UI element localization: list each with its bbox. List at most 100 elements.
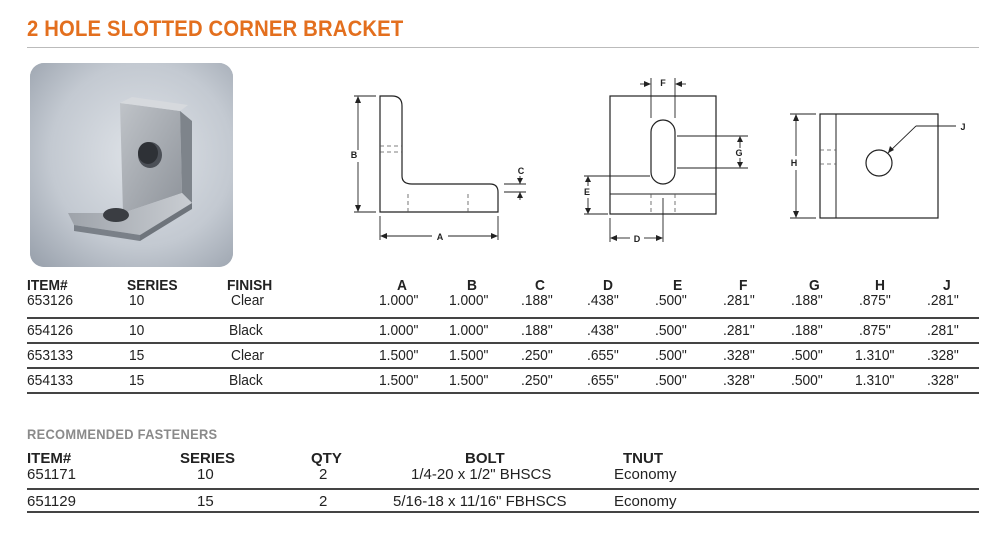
cell-j: .281" <box>927 292 959 309</box>
dim-label-a: A <box>437 232 444 242</box>
table-row: 654133 15 Black 1.500" 1.500" .250" .655… <box>27 369 979 394</box>
cell-d: .438" <box>587 322 619 339</box>
fasteners-header-row: ITEM# SERIES QTY BOLT TNUT <box>27 451 979 467</box>
cell-tnut: Economy <box>614 466 677 483</box>
cell-f: .328" <box>723 347 755 364</box>
cell-a: 1.500" <box>379 372 419 389</box>
spec-header-item: ITEM# <box>27 277 68 294</box>
cell-d: .655" <box>587 347 619 364</box>
cell-c: .250" <box>521 372 553 389</box>
spec-header-b: B <box>467 277 477 294</box>
cell-c: .188" <box>521 322 553 339</box>
cell-g: .188" <box>791 322 823 339</box>
spec-header-j: J <box>943 277 951 294</box>
cell-item: 654133 <box>27 372 74 389</box>
title-divider <box>27 47 979 48</box>
cell-e: .500" <box>655 347 687 364</box>
cell-g: .500" <box>791 372 823 389</box>
dim-label-g: G <box>735 148 742 158</box>
spec-header-a: A <box>397 277 407 294</box>
page-title: 2 HOLE SLOTTED CORNER BRACKET <box>27 16 404 41</box>
cell-j: .328" <box>927 347 959 364</box>
cell-series: 15 <box>197 493 214 510</box>
fast-header-series: SERIES <box>180 450 236 467</box>
spec-header-c: C <box>535 277 545 294</box>
cell-finish: Black <box>229 372 263 389</box>
spec-header-e: E <box>673 277 683 294</box>
fast-header-bolt: BOLT <box>465 450 505 467</box>
spec-header-h: H <box>875 277 885 294</box>
cell-f: .328" <box>723 372 755 389</box>
fasteners-table: ITEM# SERIES QTY BOLT TNUT 651171 10 2 1… <box>27 451 979 513</box>
table-row: 653126 10 Clear 1.000" 1.000" .188" .438… <box>27 292 979 319</box>
cell-d: .438" <box>587 292 619 309</box>
product-photo <box>30 63 233 267</box>
table-row: 653133 15 Clear 1.500" 1.500" .250" .655… <box>27 344 979 369</box>
cell-item: 653133 <box>27 347 74 364</box>
fasteners-heading: RECOMMENDED FASTENERS <box>27 426 218 442</box>
table-row: 654126 10 Black 1.000" 1.000" .188" .438… <box>27 319 979 344</box>
fast-header-tnut: TNUT <box>623 450 663 467</box>
cell-series: 10 <box>197 466 214 483</box>
dim-label-b: B <box>351 150 358 160</box>
cell-a: 1.500" <box>379 347 419 364</box>
cell-g: .500" <box>791 347 823 364</box>
spec-header-finish: FINISH <box>227 277 273 294</box>
cell-h: 1.310" <box>855 372 895 389</box>
cell-tnut: Economy <box>614 493 677 510</box>
spec-header-g: G <box>809 277 820 294</box>
cell-item: 654126 <box>27 322 74 339</box>
cell-a: 1.000" <box>379 322 419 339</box>
cell-finish: Clear <box>231 347 264 364</box>
cell-e: .500" <box>655 292 687 309</box>
cell-e: .500" <box>655 372 687 389</box>
spec-header-row: ITEM# SERIES FINISH A B C D E F G H J <box>27 278 979 294</box>
cell-h: .875" <box>859 322 891 339</box>
cell-series: 10 <box>129 322 145 339</box>
cell-a: 1.000" <box>379 292 419 309</box>
cell-b: 1.000" <box>449 292 489 309</box>
cell-qty: 2 <box>319 466 328 483</box>
cell-f: .281" <box>723 322 755 339</box>
spec-header-f: F <box>739 277 748 294</box>
cell-e: .500" <box>655 322 687 339</box>
dim-label-e: E <box>584 187 590 197</box>
fast-header-item: ITEM# <box>27 450 72 467</box>
cell-item: 651171 <box>27 466 76 483</box>
dim-label-c: C <box>518 166 525 176</box>
corner-bracket-photo <box>30 63 233 267</box>
cell-c: .188" <box>521 292 553 309</box>
dim-label-j: J <box>960 122 965 132</box>
cell-b: 1.500" <box>449 372 489 389</box>
cell-h: 1.310" <box>855 347 895 364</box>
cell-g: .188" <box>791 292 823 309</box>
spec-table: ITEM# SERIES FINISH A B C D E F G H J 65… <box>27 278 979 394</box>
cell-series: 15 <box>129 347 145 364</box>
cell-j: .328" <box>927 372 959 389</box>
cell-b: 1.500" <box>449 347 489 364</box>
cell-item: 653126 <box>27 292 74 309</box>
cell-finish: Black <box>229 322 263 339</box>
cell-j: .281" <box>927 322 959 339</box>
cell-c: .250" <box>521 347 553 364</box>
cell-series: 10 <box>129 292 145 309</box>
cell-d: .655" <box>587 372 619 389</box>
end-view-drawing: H J <box>790 113 966 219</box>
cell-qty: 2 <box>319 493 328 510</box>
front-view-drawing: F G E D <box>584 78 748 244</box>
cell-h: .875" <box>859 292 891 309</box>
table-row: 651129 15 2 5/16-18 x 11/16" FBHSCS Econ… <box>27 490 979 513</box>
spec-header-d: D <box>603 277 613 294</box>
dim-label-d: D <box>634 234 641 244</box>
cell-finish: Clear <box>231 292 264 309</box>
side-view-drawing: B C A <box>351 95 526 242</box>
dim-label-h: H <box>791 158 798 168</box>
cell-series: 15 <box>129 372 145 389</box>
spec-header-series: SERIES <box>127 277 178 294</box>
dim-label-f: F <box>660 78 666 88</box>
table-row: 651171 10 2 1/4-20 x 1/2" BHSCS Economy <box>27 467 979 490</box>
cell-bolt: 5/16-18 x 11/16" FBHSCS <box>393 493 567 510</box>
cell-item: 651129 <box>27 493 76 510</box>
fast-header-qty: QTY <box>311 450 342 467</box>
cell-bolt: 1/4-20 x 1/2" BHSCS <box>411 466 552 483</box>
